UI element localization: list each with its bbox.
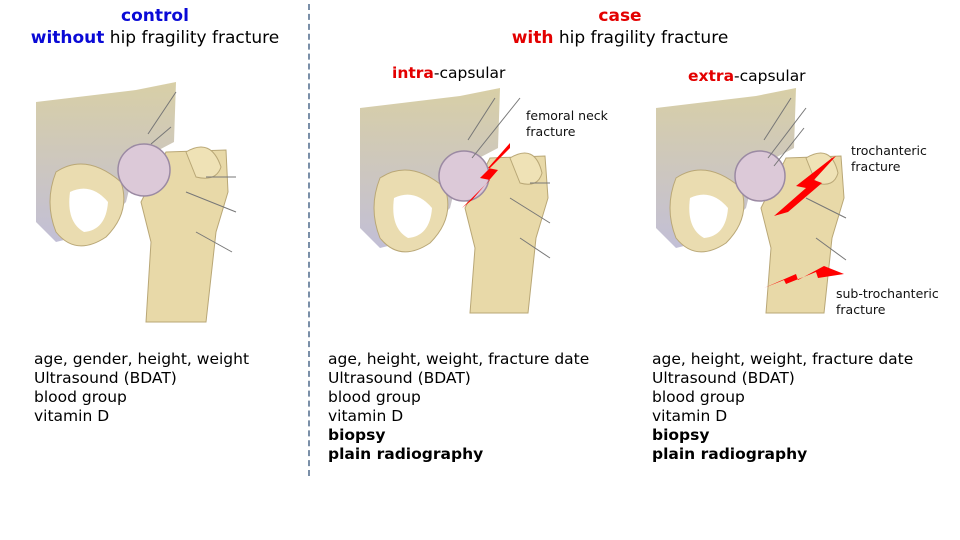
list-item: blood group: [34, 388, 127, 406]
list-item: age, gender, height, weight: [34, 350, 250, 368]
list-item: vitamin D: [34, 407, 110, 425]
femoral-neck-annotation: femoral neck fracture: [526, 108, 608, 139]
case-title: case: [598, 6, 642, 26]
list-item: Ultrasound (BDAT): [34, 369, 177, 387]
list-item: blood group: [328, 388, 421, 406]
trochanteric-annotation: trochanteric fracture: [851, 143, 927, 174]
list-item: age, height, weight, fracture date: [652, 350, 914, 368]
list-item: Ultrasound (BDAT): [328, 369, 471, 387]
fracture-bolt-subtrochanteric: [764, 266, 844, 288]
hip-illustration-intra: [360, 88, 551, 314]
intra-capsular-label: intra-capsular: [392, 64, 506, 82]
subtrochanteric-annotation: sub-trochanteric fracture: [836, 286, 939, 317]
list-item: age, height, weight, fracture date: [328, 350, 590, 368]
fracture-bolt-neck: [462, 143, 510, 208]
case-subtitle: with hip fragility fracture: [511, 28, 729, 48]
list-item-bold: biopsy: [652, 426, 710, 444]
extra-info-list: age, height, weight, fracture date Ultra…: [652, 350, 913, 464]
list-item: Ultrasound (BDAT): [652, 369, 795, 387]
intra-info-list: age, height, weight, fracture date Ultra…: [328, 350, 589, 464]
list-item-bold: plain radiography: [652, 445, 808, 463]
list-item: vitamin D: [652, 407, 728, 425]
hip-illustration-control: [36, 82, 237, 323]
section-divider: [308, 4, 310, 476]
list-item-bold: plain radiography: [328, 445, 484, 463]
hip-illustration-extra: [656, 88, 847, 314]
list-item: blood group: [652, 388, 745, 406]
control-subtitle: without hip fragility fracture: [30, 28, 280, 48]
fracture-bolt-trochanteric: [774, 156, 836, 216]
list-item: vitamin D: [328, 407, 404, 425]
list-item-bold: biopsy: [328, 426, 386, 444]
control-title: control: [121, 6, 189, 26]
control-info-list: age, gender, height, weight Ultrasound (…: [34, 350, 249, 426]
extra-capsular-label: extra-capsular: [688, 67, 806, 85]
